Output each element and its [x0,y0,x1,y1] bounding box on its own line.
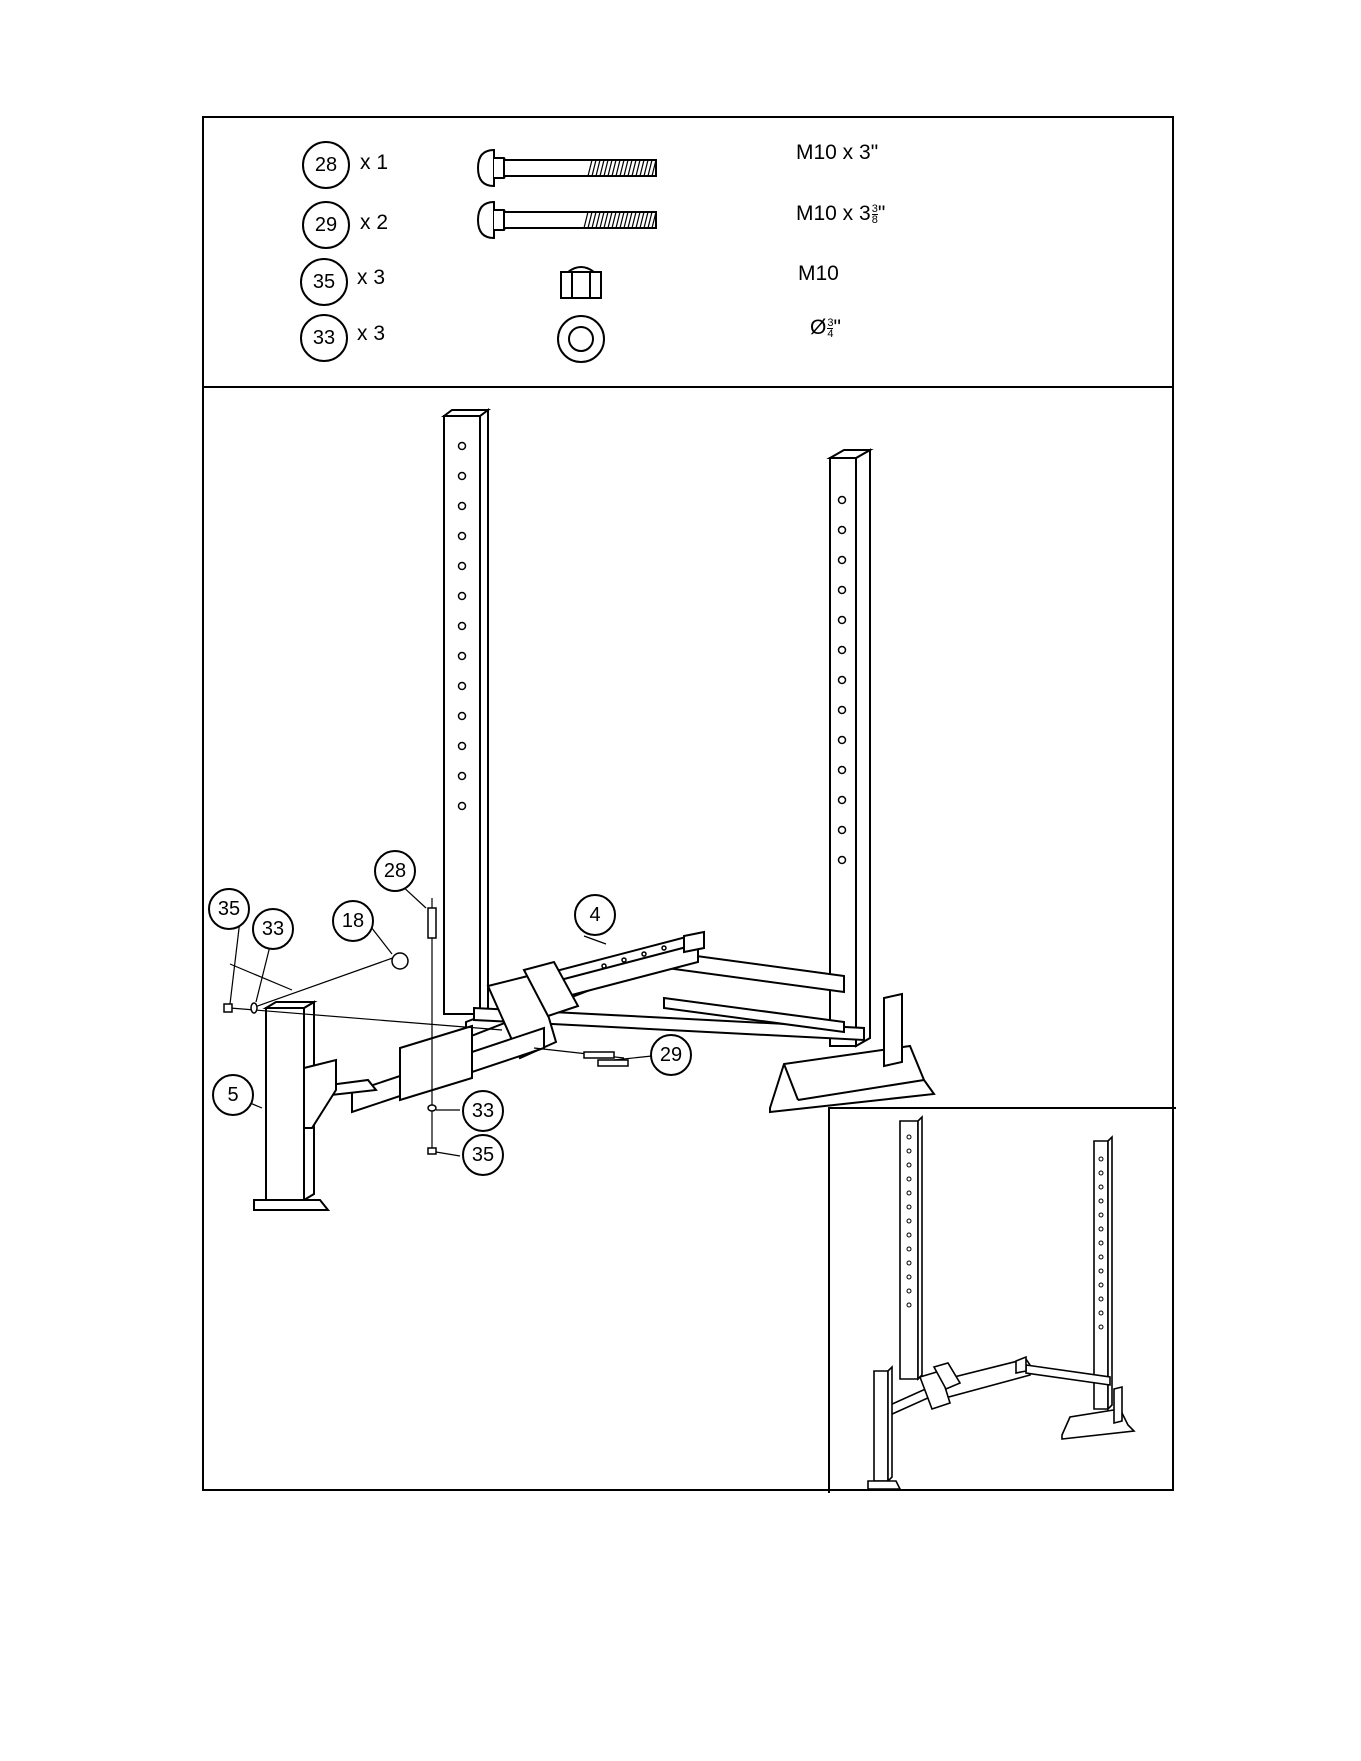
part-callout: 35 [300,258,348,306]
spec-text: " [878,202,885,225]
right-foot [770,1046,934,1112]
part-callout: 29 [302,201,350,249]
part-callout: 33 [300,314,348,362]
hardware-spec: M10 x 3" [796,141,878,165]
carriage-bolt-icon [476,198,672,242]
quantity: x 2 [360,211,388,235]
completed-assembly-inset [828,1107,1176,1493]
callout-33: 33 [462,1090,504,1132]
instruction-frame: 28 x 1 M10 x 3" 29 x 2 [202,116,1174,1491]
hardware-row-35: 35 x 3 M10 [204,258,1172,308]
hardware-spec: M10 [798,262,839,286]
callout-29: 29 [650,1034,692,1076]
callout-18: 18 [332,900,374,942]
spec-text: M10 x 3 [796,202,871,225]
washer-icon [556,314,606,364]
callout-4: 4 [574,894,616,936]
lock-nut-icon [558,262,604,302]
carriage-bolt-icon [476,146,672,190]
callout-33: 33 [252,908,294,950]
post-5 [266,1008,304,1200]
right-upright [830,458,856,1046]
spacer-18 [392,953,408,969]
quantity: x 1 [360,151,388,175]
quantity: x 3 [357,266,385,290]
hardware-panel: 28 x 1 M10 x 3" 29 x 2 [204,118,1172,388]
upright-holes [459,443,846,969]
hardware-row-28: 28 x 1 M10 x 3" [204,138,1172,188]
completed-rack-drawing [830,1109,1176,1493]
callout-35: 35 [462,1134,504,1176]
callout-35: 35 [208,888,250,930]
quantity: x 3 [357,322,385,346]
part-callout: 28 [302,141,350,189]
callout-5: 5 [212,1074,254,1116]
callout-28: 28 [374,850,416,892]
spec-text: Ø [810,316,826,339]
spec-text: " [833,316,840,339]
